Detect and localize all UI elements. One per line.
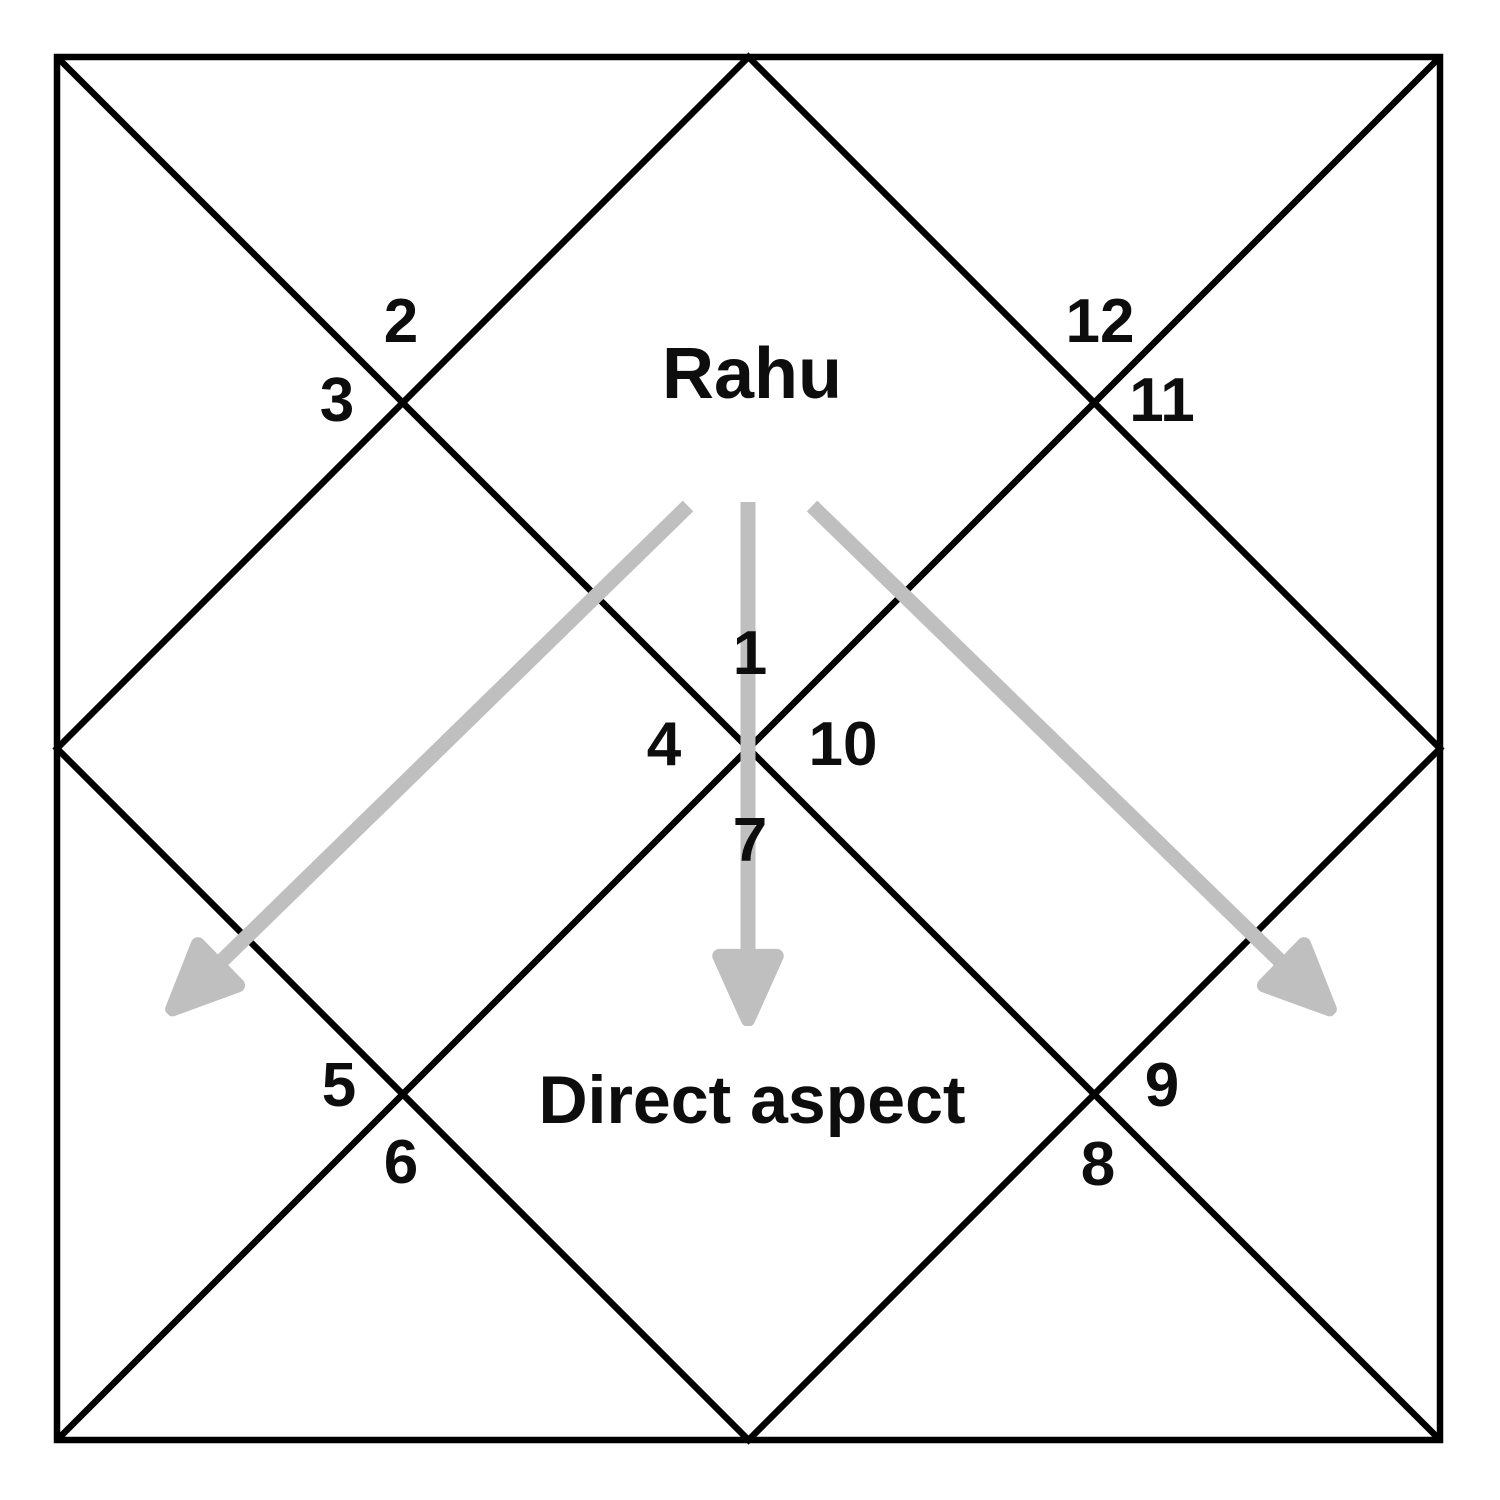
planet-label-rahu: Rahu [662, 334, 842, 414]
house-number-10: 10 [808, 710, 878, 779]
house-number-11: 11 [1129, 366, 1195, 435]
house-number-7: 7 [732, 806, 768, 875]
direct-aspect-arrow-down-left [190, 500, 694, 992]
house-number-6: 6 [383, 1128, 419, 1197]
house-number-3: 3 [319, 366, 355, 435]
chart-inner-diamond [52, 52, 1445, 1445]
direct-aspect-arrow-down-right [806, 500, 1312, 992]
house-number-9: 9 [1144, 1051, 1180, 1120]
aspect-caption-direct-aspect: Direct aspect [538, 1062, 966, 1138]
house-number-5: 5 [321, 1051, 357, 1120]
house-number-12: 12 [1065, 287, 1135, 356]
house-number-1: 1 [732, 619, 768, 688]
house-number-2: 2 [383, 287, 419, 356]
house-number-8: 8 [1080, 1130, 1116, 1199]
house-number-4: 4 [646, 710, 682, 779]
